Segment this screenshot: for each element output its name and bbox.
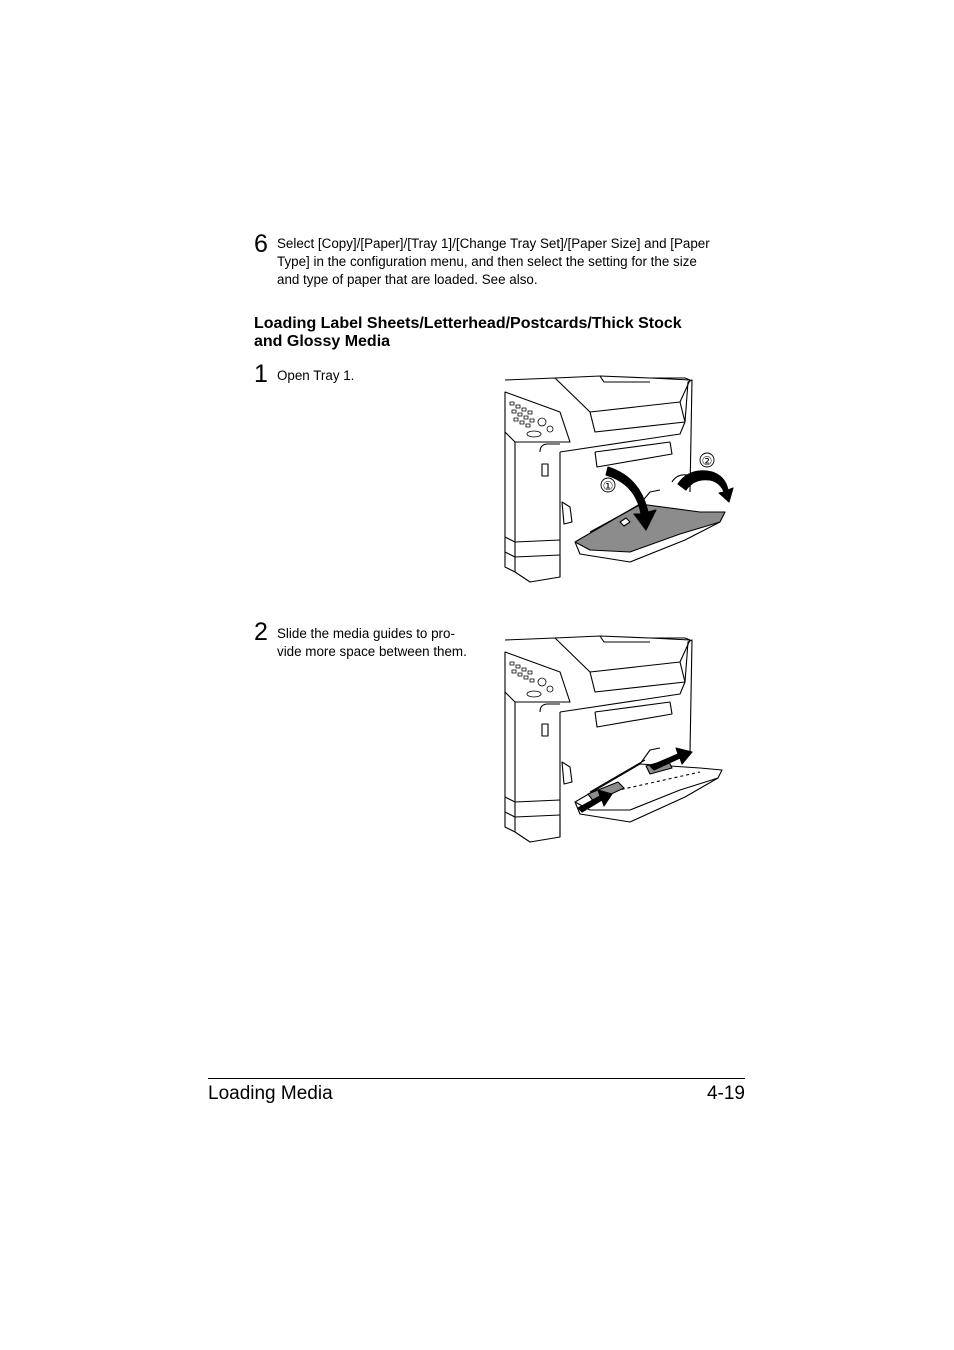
step-text-line: Type] in the configuration menu, and the… bbox=[277, 254, 697, 269]
callout-2-label: ② bbox=[702, 454, 713, 468]
step-number: 1 bbox=[254, 360, 268, 388]
step-number: 6 bbox=[254, 230, 268, 258]
step-text-line: Slide the media guides to pro- bbox=[277, 626, 455, 641]
step-text-line: vide more space between them. bbox=[277, 644, 467, 659]
step-text-line: Open Tray 1. bbox=[277, 368, 355, 383]
footer-section-title: Loading Media bbox=[208, 1083, 333, 1104]
step-text: Slide the media guides to pro- vide more… bbox=[277, 625, 467, 661]
footer-rule bbox=[208, 1078, 745, 1079]
media-guides-slide-illustration bbox=[504, 635, 723, 843]
section-heading-line: Loading Label Sheets/Letterhead/Postcard… bbox=[254, 315, 682, 332]
step-text: Open Tray 1. bbox=[277, 367, 354, 385]
step-text-line: Select [Copy]/[Paper]/[Tray 1]/[Change T… bbox=[277, 236, 710, 251]
step-number: 2 bbox=[254, 618, 268, 646]
section-heading: Loading Label Sheets/Letterhead/Postcard… bbox=[254, 315, 754, 350]
printer-tray-open-illustration: ① ② bbox=[504, 375, 734, 583]
section-heading-line: and Glossy Media bbox=[254, 332, 391, 350]
step-text: Select [Copy]/[Paper]/[Tray 1]/[Change T… bbox=[277, 235, 710, 289]
step-text-line: and type of paper that are loaded. See a… bbox=[277, 272, 538, 287]
footer-page-number: 4-19 bbox=[706, 1083, 745, 1104]
callout-1-label: ① bbox=[603, 479, 614, 493]
